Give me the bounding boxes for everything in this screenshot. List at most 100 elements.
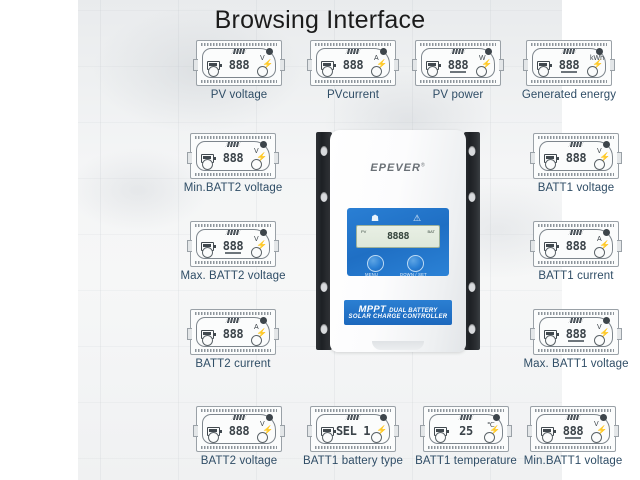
- wheel-icon-left: [208, 432, 219, 443]
- lcd-cell-label: BATT1 battery type: [302, 455, 404, 467]
- wheel-icon-right: [251, 335, 262, 346]
- lcd-tab-left: [187, 240, 192, 252]
- down-set-button-label: DOWN / SET: [400, 272, 427, 277]
- lcd-unit: kWh: [590, 55, 604, 62]
- lcd-bezel-top: [195, 224, 271, 227]
- wheel-icon-left: [435, 432, 446, 443]
- heatsink-left: [316, 132, 332, 350]
- sun-icon: [266, 48, 273, 55]
- solar-panel-icon: ☗: [370, 213, 380, 223]
- lcd-tab-left: [523, 59, 528, 71]
- wheel-icon-right: [484, 432, 495, 443]
- menu-button-label: MENU: [365, 272, 379, 277]
- menu-button[interactable]: [367, 255, 384, 272]
- lcd-unit: V: [254, 148, 259, 155]
- solar-panel-icon: [565, 415, 581, 420]
- lcd-bezel-bottom: [195, 261, 271, 264]
- lcd-tab-right: [274, 240, 279, 252]
- load-icon: ⚡: [592, 59, 604, 69]
- lcd-underbar: [565, 437, 581, 439]
- lcd-cell-label: BATT1 voltage: [537, 182, 615, 194]
- lcd-digits: 888: [558, 58, 580, 72]
- load-icon: ⚡: [262, 59, 274, 69]
- lcd-bezel-bottom: [201, 80, 277, 83]
- lcd-outline: [532, 48, 606, 78]
- lcd-bezel-top: [420, 43, 496, 46]
- load-icon: ⚡: [376, 59, 388, 69]
- wheel-icon-left: [545, 159, 556, 170]
- solar-panel-icon: [568, 142, 584, 147]
- lcd-bezel-bottom: [538, 349, 614, 352]
- lcd-outline: [196, 229, 270, 259]
- screen-label-pv: PV: [361, 229, 367, 234]
- sun-icon: [266, 414, 273, 421]
- lcd-tab-left: [420, 425, 425, 437]
- lcd-tab-left: [530, 328, 535, 340]
- lcd-outline: [429, 414, 503, 444]
- lcd-cell-label: PVcurrent: [326, 89, 380, 101]
- lcd-cell-label: Generated energy: [521, 89, 617, 101]
- lcd-cell-label: Min.BATT2 voltage: [183, 182, 283, 194]
- lcd-bezel-top: [531, 43, 607, 46]
- lcd-cell-batt1-battery-type: ⚡ SEL 1 BATT1 battery type: [303, 406, 403, 467]
- lcd-unit: V: [597, 148, 602, 155]
- device-lcd-screen: PV BAT 8888: [356, 225, 440, 248]
- lcd-screen-generated-energy: ⚡ 888 kWh: [523, 40, 615, 86]
- lcd-tab-right: [610, 59, 615, 71]
- sun-icon: [260, 229, 267, 236]
- page-title: Browsing Interface: [214, 6, 426, 34]
- lcd-tab-right: [617, 152, 622, 164]
- load-icon: ⚡: [599, 240, 611, 250]
- solar-panel-icon: [345, 49, 361, 54]
- lcd-tab-right: [617, 240, 622, 252]
- wheel-icon-left: [545, 247, 556, 258]
- sun-icon: [485, 48, 492, 55]
- wheel-icon-right: [594, 159, 605, 170]
- lcd-bezel-bottom: [538, 261, 614, 264]
- brand-name: EPEVER: [370, 162, 421, 174]
- lcd-digits: 888: [228, 424, 250, 438]
- lcd-digits: SEL 1: [335, 424, 371, 438]
- down-set-button[interactable]: [407, 255, 424, 272]
- lcd-underbar: [561, 71, 577, 73]
- strip-mppt-text: MPPT: [358, 304, 387, 315]
- load-icon: ⚡: [376, 425, 388, 435]
- wheel-icon-left: [202, 247, 213, 258]
- wheel-icon-right: [371, 66, 382, 77]
- sun-icon: [596, 48, 603, 55]
- lcd-cell-label: BATT2 current: [195, 358, 271, 370]
- lcd-bezel-top: [315, 43, 391, 46]
- lcd-bezel-top: [538, 224, 614, 227]
- lcd-cell-label: BATT1 current: [538, 270, 614, 282]
- strip-dual-battery-text: DUAL BATTERY: [389, 308, 438, 314]
- lcd-tab-left: [193, 425, 198, 437]
- lcd-bezel-top: [201, 43, 277, 46]
- sun-icon: [603, 229, 610, 236]
- lcd-unit: W: [479, 55, 486, 62]
- lcd-outline: [316, 414, 390, 444]
- sun-icon: [600, 414, 607, 421]
- wheel-icon-right: [251, 247, 262, 258]
- lcd-outline: [202, 414, 276, 444]
- wheel-icon-right: [476, 66, 487, 77]
- load-icon: ⚡: [599, 328, 611, 338]
- battery-icon: ⚠: [412, 213, 422, 223]
- screen-label-bat: BAT: [427, 229, 435, 234]
- lcd-unit: V: [594, 421, 599, 428]
- wheel-icon-left: [208, 66, 219, 77]
- lcd-outline: [539, 229, 613, 259]
- lcd-digits: 888: [565, 327, 587, 341]
- lcd-cell-label: PV voltage: [210, 89, 268, 101]
